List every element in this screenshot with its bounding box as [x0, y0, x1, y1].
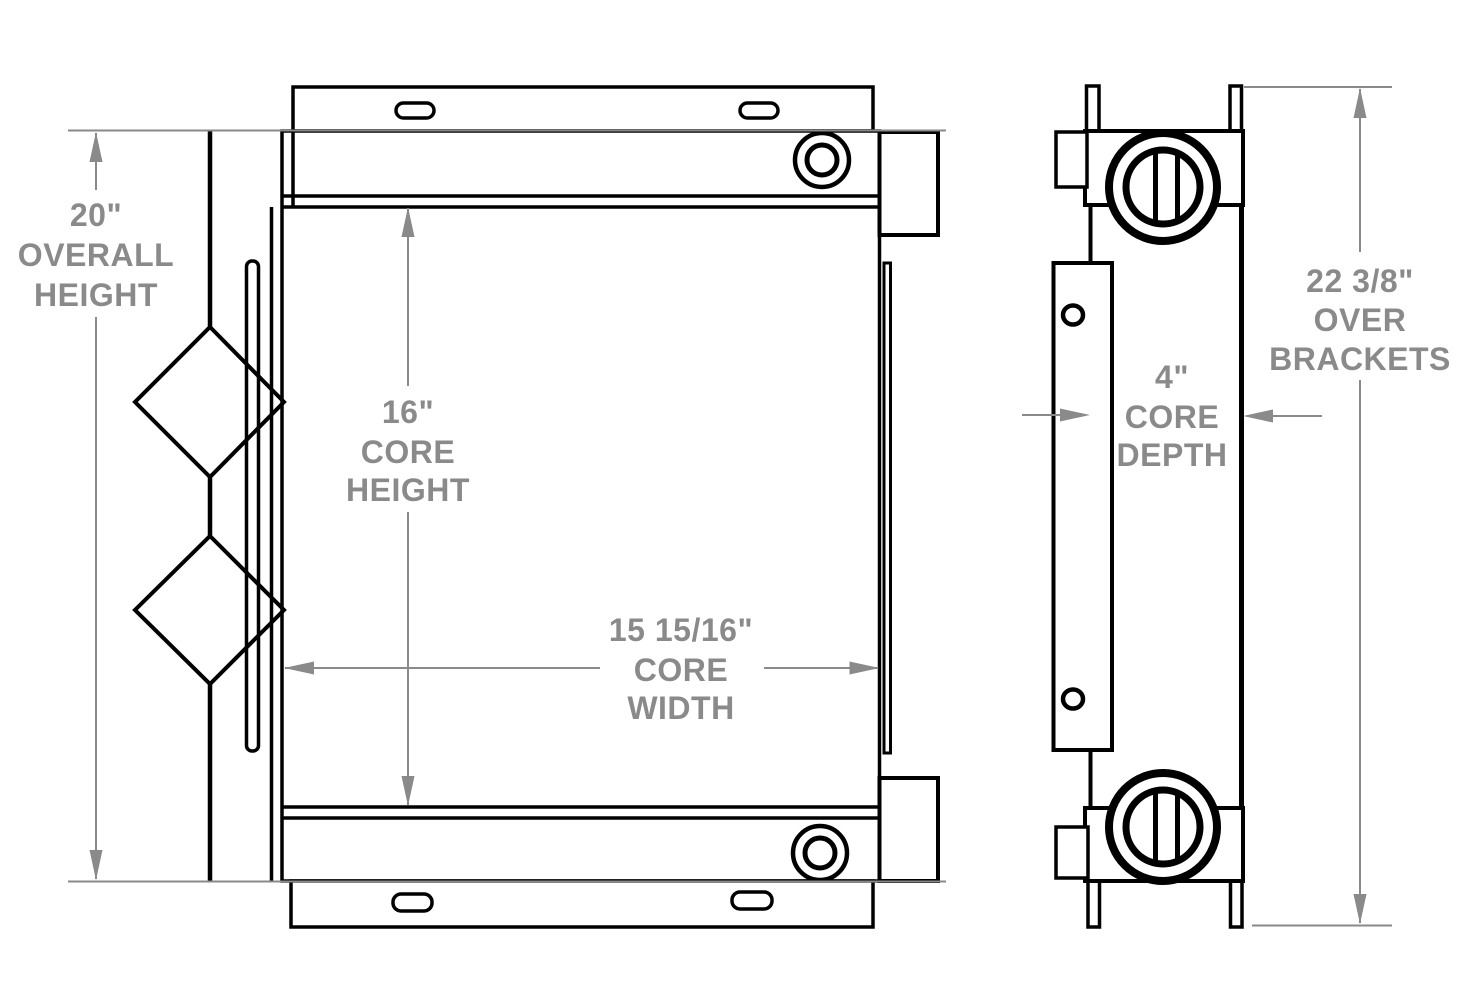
cooler-body-outline	[280, 129, 882, 883]
label-core-depth-value: 4"	[1155, 359, 1189, 395]
side-tab-bottom-left	[1086, 879, 1102, 929]
top-port-outer-ring	[792, 130, 852, 190]
dim-core-depth-arrow-left	[1243, 409, 1273, 423]
top-flange-slot-right	[738, 101, 780, 120]
label-over-brackets-word1: OVER	[1314, 302, 1407, 338]
dim-overall-height-arrow-up	[89, 132, 103, 162]
dim-over-brackets	[1244, 86, 1392, 927]
dim-core-height-arrow-down	[401, 776, 415, 806]
dim-core-width	[284, 661, 880, 675]
dim-over-brackets-arrow-up	[1353, 88, 1367, 118]
diamond-gusset-top	[132, 324, 287, 480]
bottom-port-outer-ring	[790, 823, 850, 883]
side-mount-plate	[1051, 261, 1114, 752]
right-block-bottom	[877, 776, 940, 883]
side-top-port-tube	[1122, 146, 1204, 228]
right-side-strip	[882, 261, 892, 755]
side-bottom-port-tube	[1122, 786, 1204, 868]
dim-core-depth	[1022, 408, 1322, 423]
label-core-width-word2: WIDTH	[627, 690, 734, 726]
dimension-annotations	[68, 86, 1392, 927]
dim-core-height-arrow-up	[401, 207, 415, 237]
side-mount-plate-hole-bottom	[1060, 687, 1086, 711]
side-mount-plate-hole-top	[1060, 303, 1086, 327]
left-strip-plate	[244, 259, 261, 753]
side-tab-top-right	[1228, 84, 1244, 134]
dim-core-height	[401, 207, 415, 806]
dimension-labels: 20" OVERALL HEIGHT 16" CORE HEIGHT 15 15…	[18, 197, 1451, 726]
label-over-brackets-value: 22 3/8"	[1306, 263, 1414, 299]
top-mounting-flange	[291, 85, 875, 133]
label-overall-height-word2: HEIGHT	[34, 277, 158, 313]
side-tab-top-left	[1084, 84, 1101, 134]
bottom-mounting-flange	[289, 879, 875, 929]
dim-over-brackets-arrow-down	[1353, 894, 1367, 924]
bottom-port-bore	[802, 835, 838, 871]
top-flange-slot-left	[394, 101, 436, 120]
label-core-width-word1: CORE	[634, 652, 728, 688]
dim-core-width-arrow-left	[284, 661, 314, 675]
dim-overall-height-arrow-down	[89, 850, 103, 880]
label-over-brackets-word2: BRACKETS	[1269, 341, 1451, 377]
dim-core-width-arrow-right	[849, 661, 880, 675]
side-tab-bottom-right	[1228, 879, 1244, 929]
dim-overall-height	[68, 129, 946, 883]
top-port-bore	[804, 142, 840, 178]
diamond-gusset-bottom	[132, 533, 287, 687]
side-top-notch-block	[1054, 130, 1089, 189]
dim-core-depth-arrow-right	[1060, 408, 1090, 422]
bottom-flange-slot-left	[391, 892, 434, 913]
label-core-width-value: 15 15/16"	[609, 612, 753, 648]
bottom-flange-slot-right	[730, 890, 774, 911]
label-overall-height-word1: OVERALL	[18, 237, 174, 273]
side-view	[1051, 84, 1245, 929]
front-view	[132, 85, 940, 929]
label-core-height-word1: CORE	[361, 434, 455, 470]
label-core-height-value: 16"	[382, 394, 434, 430]
right-block-top	[877, 130, 940, 237]
label-overall-height-value: 20"	[70, 197, 122, 233]
label-core-depth-word1: CORE	[1125, 399, 1219, 435]
side-bottom-notch-block	[1054, 825, 1090, 880]
label-core-height-word2: HEIGHT	[346, 472, 470, 508]
label-core-depth-word2: DEPTH	[1117, 437, 1228, 473]
